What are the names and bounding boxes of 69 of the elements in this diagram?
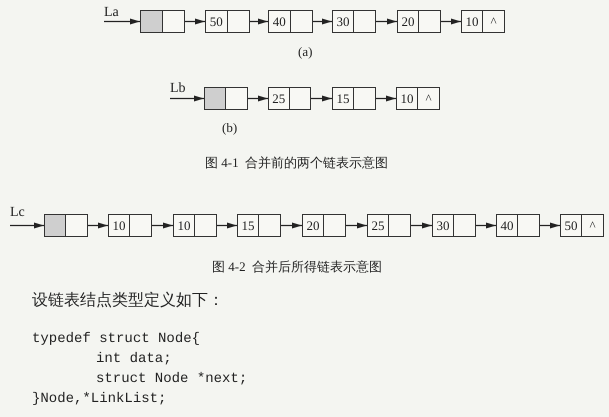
pointer-label: Lb [170,82,186,96]
list-node-box [367,214,411,237]
data-value: 25 [368,215,389,236]
data-value: 15 [238,215,259,236]
arrow [217,222,237,228]
head-node-box [140,10,185,33]
arrow [441,18,461,24]
data-value: 40 [497,215,518,236]
arrow [540,222,560,228]
caption-text: (b) [222,120,238,136]
code-line: }Node,*LinkList; [32,391,166,407]
arrow [281,222,302,228]
list-node-box [396,87,440,110]
list-node-box [397,10,441,33]
list-node-box [332,10,376,33]
list-node-box [302,214,346,237]
data-value: 10 [397,88,418,109]
null-pointer-mark: ^ [424,90,433,108]
data-value: 50 [561,215,582,236]
head-node-box [44,214,88,237]
code-line: struct Node *next; [96,371,248,387]
pointer-label: Lc [10,206,25,220]
caption-text: (a) [298,44,312,60]
data-value: 30 [333,11,354,32]
list-node-box [461,10,505,33]
null-pointer-mark: ^ [489,12,498,30]
arrow [476,222,496,228]
data-value: 20 [398,11,419,32]
data-value: 25 [269,88,290,109]
code-line: typedef struct Node{ [32,331,200,347]
arrow [248,96,268,102]
list-node-box [268,87,311,110]
list-node-box [432,214,476,237]
description-text: 设链表结点类型定义如下： [32,290,224,311]
list-node-box [108,214,152,237]
arrow [411,222,432,228]
data-value: 40 [269,11,290,32]
data-value: 50 [206,11,228,32]
list-node-box [332,87,376,110]
arrow [152,222,173,228]
arrow [185,18,205,24]
null-pointer-mark: ^ [588,216,597,234]
arrow [104,18,140,24]
arrow [88,222,108,228]
caption-text: 图 4-2 合并后所得链表示意图 [212,258,382,276]
arrow [313,18,332,24]
arrow [250,18,268,24]
data-value: 10 [109,215,130,236]
caption-text: 图 4-1 合并前的两个链表示意图 [205,154,388,172]
list-node-box [560,214,604,237]
list-node-box [496,214,540,237]
data-value: 10 [174,215,195,236]
arrow [376,18,397,24]
arrow [170,96,204,102]
head-node-box [204,87,248,110]
pointer-label: La [104,6,119,20]
data-value: 30 [433,215,454,236]
list-node-box [268,10,313,33]
arrow [311,96,332,102]
arrow [346,222,367,228]
list-node-box [205,10,250,33]
data-value: 15 [333,88,354,109]
data-value: 20 [303,215,324,236]
arrow [10,222,44,228]
list-node-box [237,214,281,237]
data-value: 10 [462,11,483,32]
list-node-box [173,214,217,237]
arrow [376,96,396,102]
code-line: int data; [96,351,172,367]
